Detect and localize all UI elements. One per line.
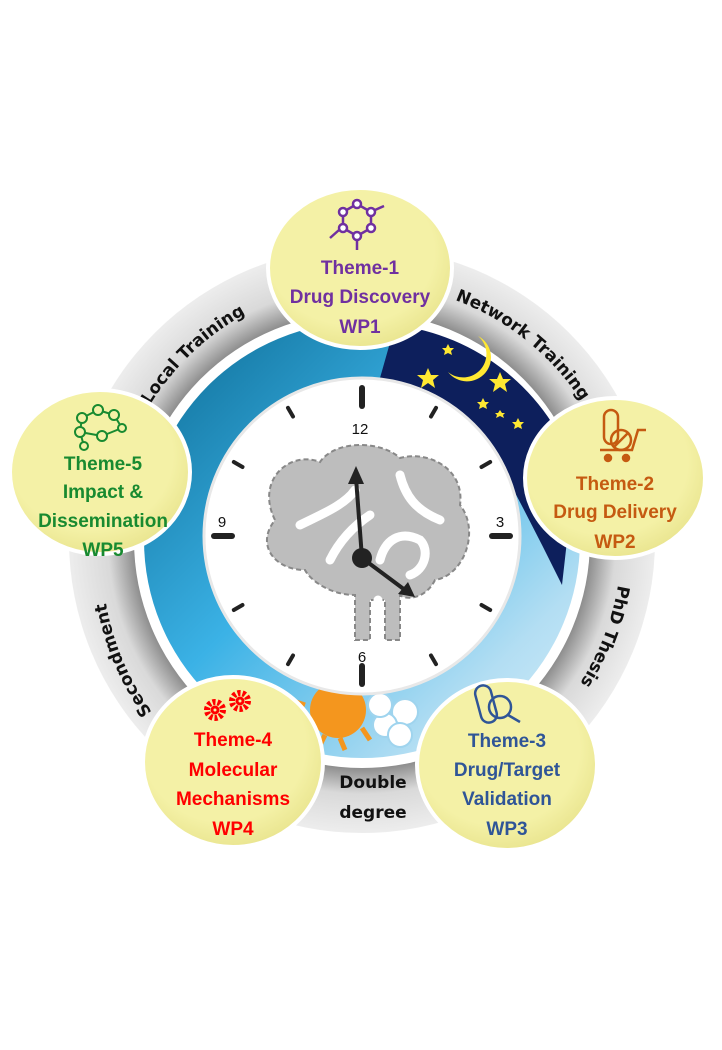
theme-5-bubble: Theme-5 Impact & Dissemination WP5 xyxy=(8,388,192,561)
clock-tick xyxy=(286,653,295,667)
clock-ticks xyxy=(211,385,513,687)
theme-5-wp: WP5 xyxy=(82,540,124,561)
clock-tick xyxy=(429,653,438,667)
theme-4-line1: Molecular xyxy=(189,760,278,781)
clock-hands xyxy=(348,466,415,597)
label-double-degree-1: Double xyxy=(339,773,406,793)
theme-5-line2: Dissemination xyxy=(38,511,168,532)
clock-number-3: 3 xyxy=(496,514,504,531)
theme-1-wp: WP1 xyxy=(339,317,381,338)
theme-2-name: Drug Delivery xyxy=(553,502,677,523)
label-double-degree-2: degree xyxy=(339,803,406,823)
theme-4-wp: WP4 xyxy=(212,819,254,840)
capsule-magnifier-icon xyxy=(473,684,521,724)
brain-icon xyxy=(265,444,470,641)
clock-tick xyxy=(231,603,245,612)
theme-2-title: Theme-2 xyxy=(576,474,654,495)
theme-3-title: Theme-3 xyxy=(468,731,546,752)
moon-stars-icon xyxy=(417,336,524,429)
theme-4-title: Theme-4 xyxy=(194,730,273,751)
clock-tick xyxy=(479,460,493,469)
night-segment xyxy=(380,325,575,585)
clock-number-9: 9 xyxy=(218,514,226,531)
theme-5-line1: Impact & xyxy=(63,482,144,503)
theme-5-title: Theme-5 xyxy=(64,454,143,475)
clock-tick xyxy=(286,405,295,419)
clock-number-12: 12 xyxy=(352,421,369,438)
theme-1-name: Drug Discovery xyxy=(290,287,431,308)
theme-4-line2: Mechanisms xyxy=(176,789,290,810)
theme-1-title: Theme-1 xyxy=(321,258,400,279)
clock-tick xyxy=(479,603,493,612)
theme-3-line1: Drug/Target xyxy=(454,760,561,781)
clock-number-6: 6 xyxy=(358,649,366,666)
theme-3-wp: WP3 xyxy=(486,819,527,840)
gears-icon xyxy=(204,690,251,721)
theme-2-wp: WP2 xyxy=(594,532,635,553)
clock-tick xyxy=(231,460,245,469)
theme-3-bubble: Theme-3 Drug/Target Validation WP3 xyxy=(415,678,599,852)
pill-cart-icon xyxy=(600,408,646,463)
network-people-icon xyxy=(74,404,127,451)
theme-4-bubble: Theme-4 Molecular Mechanisms WP4 xyxy=(141,675,325,849)
theme-2-bubble: Theme-2 Drug Delivery WP2 xyxy=(523,396,707,560)
theme-1-bubble: Theme-1 Drug Discovery WP1 xyxy=(266,186,454,350)
theme-3-line2: Validation xyxy=(462,789,552,810)
molecule-icon xyxy=(329,198,385,250)
clock-tick xyxy=(429,405,438,419)
